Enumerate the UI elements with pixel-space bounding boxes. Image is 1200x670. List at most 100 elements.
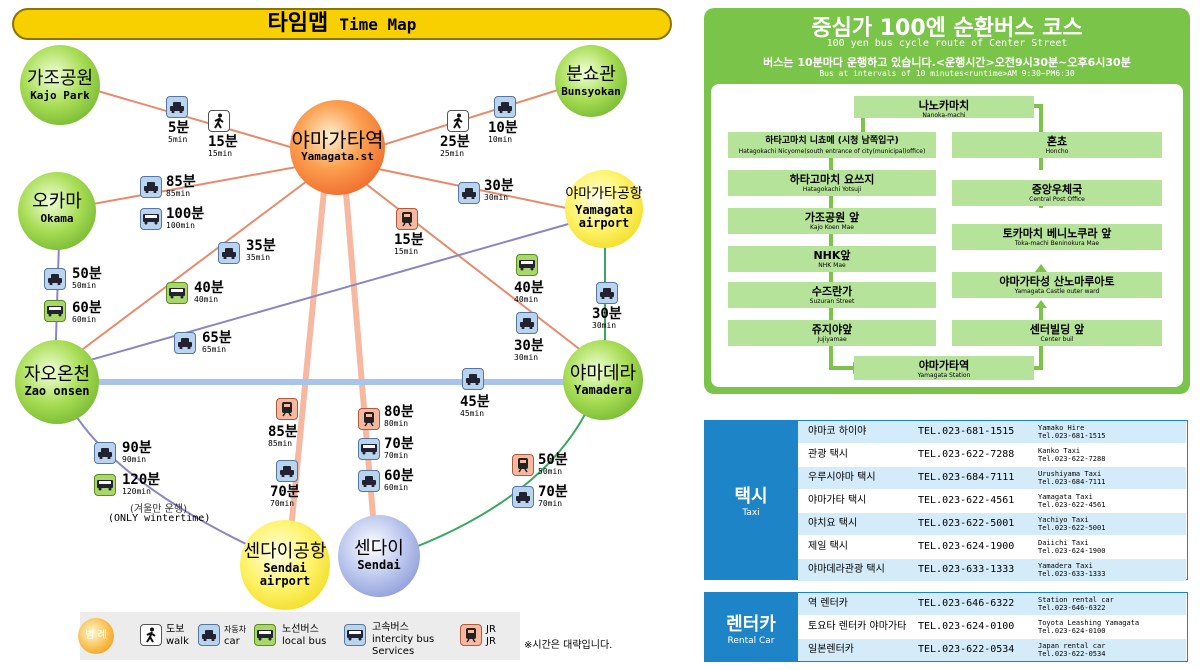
node-label-ko: 야마가타공항 <box>565 186 643 202</box>
car-icon <box>458 182 480 204</box>
car-icon <box>512 486 534 508</box>
local-bus-icon <box>166 282 188 304</box>
bus-interval-ko: 버스는 10분마다 운행하고 있습니다.<운행시간>오전9시30분~오후6시30… <box>763 56 1131 69</box>
car-icon <box>358 470 380 492</box>
node-yamadera: 야마데라 Yamadera <box>563 340 643 420</box>
local-bus-icon <box>516 254 538 276</box>
node-bunsyokan: 분쇼관 Bunsyokan <box>555 45 627 117</box>
walk-icon <box>447 110 469 132</box>
company-name: 야마코 하이야 <box>808 426 867 437</box>
walk-icon <box>208 110 230 132</box>
node-label-en: Sendai <box>357 558 401 572</box>
rental-header: 렌터카 Rental Car <box>704 592 798 662</box>
map-title-en: Time Map <box>339 15 417 34</box>
node-okama: 오카마 Okama <box>18 172 96 250</box>
car-icon <box>94 442 116 464</box>
map-title: 타임맵 Time Map <box>12 8 672 40</box>
map-title-ko: 타임맵 <box>267 11 329 36</box>
taxi-header-ko: 택시 <box>734 486 768 507</box>
phone-number: TEL.023-622-4561 <box>918 495 1015 506</box>
local-bus-icon <box>254 624 276 646</box>
legend-title: 범 례 <box>78 618 114 654</box>
phone-number: TEL.023-684-7111 <box>918 472 1015 483</box>
node-label-ko: 가조공원 <box>26 68 94 89</box>
node-label-en: Yamadera <box>574 383 632 397</box>
winter-note-ko: (겨울만 운행) <box>130 504 187 515</box>
company-name: 야치요 택시 <box>808 518 858 529</box>
car-icon <box>166 96 188 118</box>
company-name: 일본렌터카 <box>808 644 854 655</box>
phone-number: TEL.023-646-6322 <box>918 598 1015 609</box>
node-sendai-airport: 센다이공항 Sendai airport <box>240 520 330 610</box>
jr-train-icon <box>276 398 298 420</box>
rental-header-en: Rental Car <box>727 636 775 646</box>
bus-course-title: 중심가 100엔 순환버스 코스 <box>811 16 1083 41</box>
car-icon <box>516 312 538 334</box>
rental-header-ko: 렌터카 <box>726 614 776 635</box>
phone-number: TEL.023-624-0100 <box>918 621 1015 632</box>
node-yamagata-station: 야마가타역 Yamagata.st <box>290 100 385 195</box>
intercity-bus-icon <box>344 624 366 646</box>
car-icon <box>462 368 484 390</box>
jr-train-icon <box>512 454 534 476</box>
node-yamagata-airport: 야마가타공항 Yamagata airport <box>565 170 643 248</box>
car-icon <box>218 242 240 264</box>
phone-number: TEL.023-622-7288 <box>918 449 1015 460</box>
walk-icon <box>140 624 162 646</box>
company-name: 역 렌터카 <box>808 598 848 609</box>
node-label-ko: 분쇼관 <box>566 64 616 85</box>
node-label-en: Zao onsen <box>24 384 90 398</box>
intercity-bus-icon <box>358 438 380 460</box>
local-bus-icon <box>94 474 116 496</box>
phone-number: TEL.023-633-1333 <box>918 564 1015 575</box>
bus-stop: 하타고마치 니쵸메 (시청 남쪽입구)Hatagokachi Nicyome(s… <box>728 132 936 158</box>
node-label-ko: 센다이 <box>354 538 404 559</box>
jr-train-icon <box>460 624 482 646</box>
company-name: 관광 택시 <box>808 449 848 460</box>
node-kajo-park: 가조공원 Kajo Park <box>20 45 100 125</box>
car-icon <box>174 332 196 354</box>
